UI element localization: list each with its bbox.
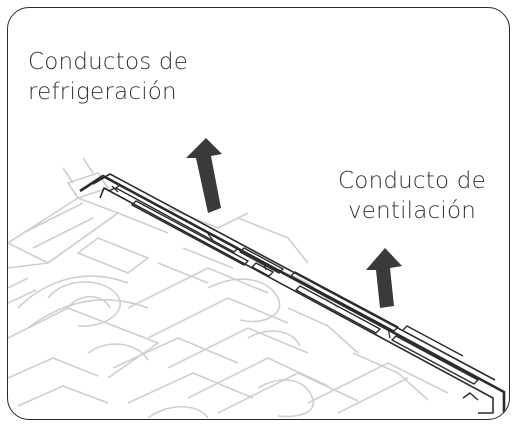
tray-background-sketch: [8, 157, 449, 419]
up-arrow-icon: [186, 138, 222, 213]
vent-duct-label: Conducto de ventilación: [337, 166, 487, 226]
cooling-ducts-label-line-2: refrigeración: [28, 79, 177, 105]
cooling-ducts-label-line-1: Conductos de: [28, 49, 189, 75]
vent-duct-label-line-2: ventilación: [347, 198, 477, 224]
vent-duct-label-line-1: Conducto de: [338, 168, 486, 194]
tray-panel: [79, 173, 506, 419]
cooling-ducts-label: Conductos de refrigeración: [28, 47, 188, 107]
illustration-frame: [7, 7, 510, 420]
up-arrow-icon: [366, 248, 402, 308]
tray-illustration: [8, 138, 506, 419]
